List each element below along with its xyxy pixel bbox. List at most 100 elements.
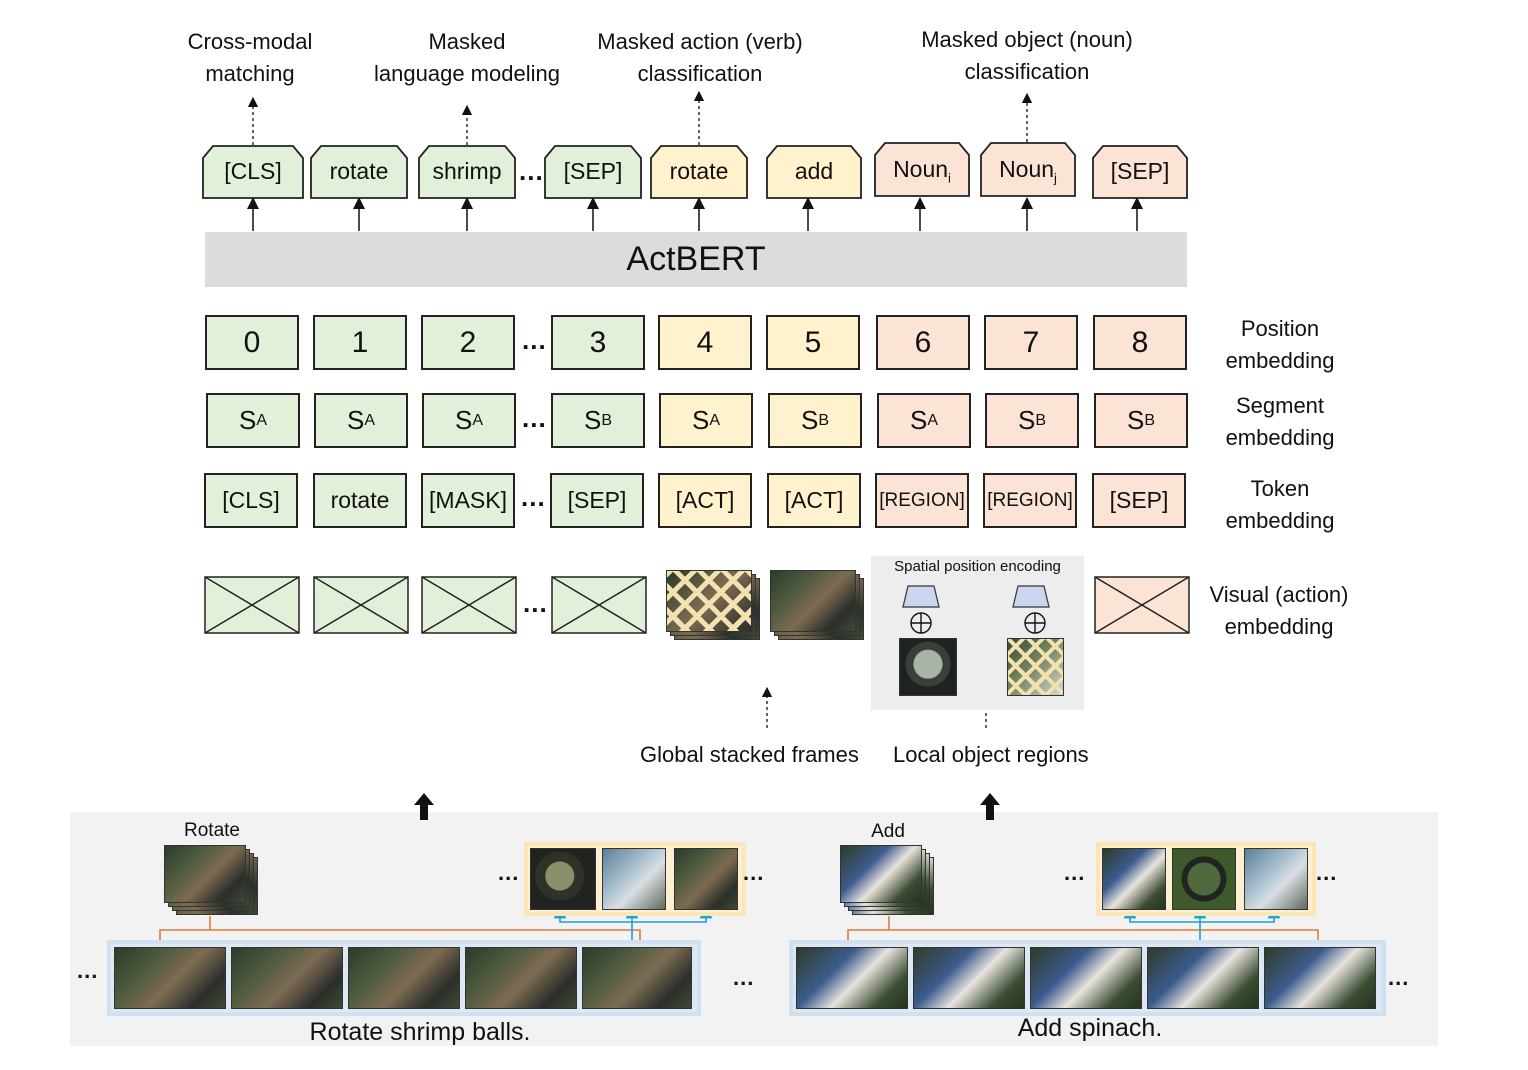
output-rotate: rotate [329,158,389,184]
segment-6-letter: S [909,405,928,435]
local-object-regions-label: Local object regions [893,742,1089,767]
task-action: Masked action (verb) classification [580,26,820,90]
output-noun-i: Nouni [875,156,969,186]
output-token-shapes [202,142,1188,199]
segment-0-sub: A [256,411,267,429]
position-8: 8 [1093,315,1187,370]
position-ellipsis: ... [522,325,547,355]
position-6: 6 [876,315,970,370]
position-4: 4 [658,315,752,370]
orange-brackets [159,916,1319,940]
model-name: ActBERT [626,240,766,278]
object-region-pot [899,638,957,696]
label-token-line1: Token [1250,476,1310,501]
segment-7-letter: S [1017,405,1036,435]
segment-4-sub: A [709,411,720,429]
token-3: [SEP] [550,473,644,528]
segment-ellipsis: ... [522,403,547,433]
task-mlm-line2: language modeling [374,61,560,86]
right-top-ellipsis-b: ... [1316,860,1338,885]
label-segment-line2: embedding [1225,425,1335,450]
right-caption: Add spinach. [1017,1014,1163,1042]
label-visual-line1: Visual (action) [1209,582,1349,607]
left-region-strip [524,842,746,916]
action-frames-masked [666,570,762,642]
output-ellipsis: ... [519,156,544,186]
label-visual: Visual (action) embedding [1190,579,1368,643]
token-1: rotate [313,473,407,528]
output-arrows [247,197,1143,231]
label-visual-line2: embedding [1224,614,1334,639]
left-strip-ellipsis-b: ... [733,965,755,990]
task-cross-modal: Cross-modal matching [170,26,330,90]
left-strip-ellipsis-a: ... [77,958,99,983]
output-noun-j: Nounj [981,156,1075,186]
token-4: [ACT] [658,473,752,528]
global-stacked-frames-label: Global stacked frames [640,742,859,767]
right-frame-strip [789,940,1386,1016]
token-2: [MASK] [421,473,515,528]
token-5: [ACT] [767,473,861,528]
output-act-rotate: rotate [669,158,729,184]
right-strip-ellipsis: ... [1388,965,1410,990]
position-5: 5 [766,315,860,370]
segment-3-sub: B [601,411,612,429]
label-position-line1: Position [1240,316,1320,341]
left-action-label: Rotate [184,820,240,841]
task-action-line2: classification [637,61,763,86]
task-cross-modal-line2: matching [205,61,295,86]
segment-1-letter: S [346,405,365,435]
position-1: 1 [313,315,407,370]
segment-1-sub: A [364,411,375,429]
left-stacked-frames [164,845,260,917]
right-region-strip [1096,842,1316,916]
right-action-label: Add [871,821,905,842]
task-object: Masked object (noun) classification [898,24,1156,88]
label-token-line2: embedding [1225,508,1335,533]
segment-0-letter: S [238,405,257,435]
segment-3-letter: S [583,405,602,435]
label-segment-line1: Segment [1235,393,1325,418]
output-noun-i-sub: i [948,170,951,186]
task-action-line1: Masked action (verb) [597,29,803,54]
token-8: [SEP] [1092,473,1186,528]
label-segment: Segment embedding [1195,390,1365,454]
object-region-masked [1007,638,1064,696]
visual-ellipsis: ... [523,588,548,618]
position-2: 2 [421,315,515,370]
position-0: 0 [205,315,299,370]
output-sep-2: [SEP] [1110,158,1170,184]
label-position-line2: embedding [1225,348,1335,373]
output-noun-i-word: Noun [893,156,949,182]
segment-8-letter: S [1126,405,1145,435]
output-cls: [CLS] [224,158,282,184]
right-top-ellipsis-a: ... [1064,860,1086,885]
segment-4-letter: S [691,405,710,435]
output-sep: [SEP] [563,158,623,184]
output-noun-j-sub: j [1054,170,1057,186]
left-caption: Rotate shrimp balls. [309,1018,531,1046]
position-7: 7 [984,315,1078,370]
spatial-encoding-panel: Spatial position encoding [871,556,1084,710]
action-frames [770,570,866,642]
output-shrimp: shrimp [432,158,502,184]
left-frame-strip [107,940,701,1016]
spatial-encoding-title: Spatial position encoding [894,558,1061,575]
output-act-add: add [794,158,834,184]
token-7: [REGION] [983,473,1077,528]
segment-2-letter: S [454,405,473,435]
left-top-ellipsis-b: ... [743,860,765,885]
task-object-line1: Masked object (noun) [921,27,1133,52]
segment-6-sub: A [927,411,938,429]
model-bar: ActBERT [205,232,1187,287]
task-mlm: Masked language modeling [357,26,577,90]
task-object-line2: classification [964,59,1090,84]
